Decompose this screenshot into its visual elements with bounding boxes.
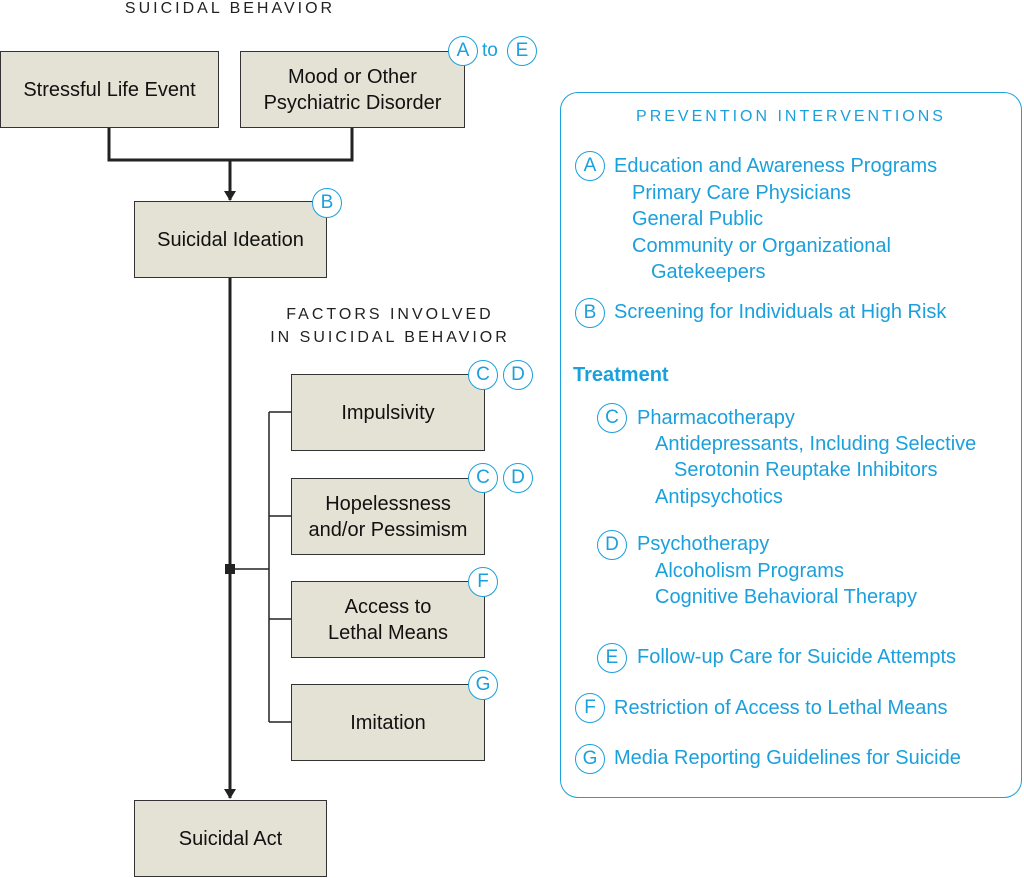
panel-badge-f: F	[575, 693, 605, 723]
badge-g-imitation: G	[468, 670, 498, 700]
suicidal-behavior-heading: SUICIDAL BEHAVIOR	[124, 0, 336, 17]
suicidal-act-box: Suicidal Act	[134, 800, 327, 877]
access-line2: Lethal Means	[327, 621, 449, 644]
badge-to-text: to	[482, 40, 498, 61]
education-awareness-title: Education and Awareness Programs	[614, 155, 938, 177]
imitation-label: Imitation	[350, 711, 426, 734]
gatekeepers-item: Gatekeepers	[651, 261, 766, 283]
suicidal-ideation-label: Suicidal Ideation	[157, 228, 304, 251]
mood-disorder-box: Mood or Other Psychiatric Disorder	[240, 51, 465, 128]
primary-care-item: Primary Care Physicians	[632, 182, 851, 204]
mood-disorder-line1: Mood or Other	[288, 65, 417, 88]
screening-title: Screening for Individuals at High Risk	[614, 301, 947, 323]
factors-heading-line1: FACTORS INVOLVED	[286, 306, 494, 323]
antidepressants-item: Antidepressants, Including Selective	[655, 433, 977, 455]
suicidal-act-label: Suicidal Act	[178, 827, 283, 850]
ssri-item: Serotonin Reuptake Inhibitors	[674, 459, 938, 481]
panel-badge-a: A	[575, 151, 605, 181]
antipsychotics-item: Antipsychotics	[655, 486, 783, 508]
access-lethal-means-box: Access to Lethal Means	[291, 581, 485, 658]
general-public-item: General Public	[632, 208, 764, 230]
badge-b-ideation: B	[312, 188, 342, 218]
mood-disorder-line2: Psychiatric Disorder	[263, 91, 442, 114]
badge-e-mood: E	[507, 36, 537, 66]
panel-badge-g: G	[575, 744, 605, 774]
hopelessness-line1: Hopelessness	[325, 492, 451, 515]
impulsivity-box: Impulsivity	[291, 374, 485, 451]
community-item: Community or Organizational	[632, 235, 891, 257]
pharmacotherapy-title: Pharmacotherapy	[637, 407, 795, 429]
prevention-interventions-panel	[560, 92, 1022, 798]
impulsivity-label: Impulsivity	[341, 401, 435, 424]
stressful-life-event-label: Stressful Life Event	[23, 78, 196, 101]
hopelessness-line2: and/or Pessimism	[308, 518, 468, 541]
restriction-access-title: Restriction of Access to Lethal Means	[614, 697, 948, 719]
psychotherapy-title: Psychotherapy	[637, 533, 770, 555]
suicidal-ideation-box: Suicidal Ideation	[134, 201, 327, 278]
badge-c-hopelessness: C	[468, 463, 498, 493]
badge-d-hopelessness: D	[503, 463, 533, 493]
badge-a-mood: A	[448, 36, 478, 66]
treatment-heading: Treatment	[573, 364, 669, 386]
panel-badge-c: C	[597, 403, 627, 433]
stressful-life-event-box: Stressful Life Event	[0, 51, 219, 128]
access-line1: Access to	[344, 595, 432, 618]
badge-f-access: F	[468, 567, 498, 597]
follow-up-care-title: Follow-up Care for Suicide Attempts	[637, 646, 957, 668]
hopelessness-box: Hopelessness and/or Pessimism	[291, 478, 485, 555]
panel-badge-b: B	[575, 298, 605, 328]
junction-node	[225, 564, 235, 574]
factors-heading-line2: IN SUICIDAL BEHAVIOR	[270, 329, 510, 346]
cbt-item: Cognitive Behavioral Therapy	[655, 586, 918, 608]
imitation-box: Imitation	[291, 684, 485, 761]
badge-c-impulsivity: C	[468, 360, 498, 390]
panel-badge-e: E	[597, 643, 627, 673]
panel-badge-d: D	[597, 530, 627, 560]
media-guidelines-title: Media Reporting Guidelines for Suicide	[614, 747, 961, 769]
merge-connector	[107, 128, 354, 162]
badge-d-impulsivity: D	[503, 360, 533, 390]
prevention-interventions-title: PREVENTION INTERVENTIONS	[636, 108, 946, 125]
alcoholism-programs-item: Alcoholism Programs	[655, 560, 844, 582]
